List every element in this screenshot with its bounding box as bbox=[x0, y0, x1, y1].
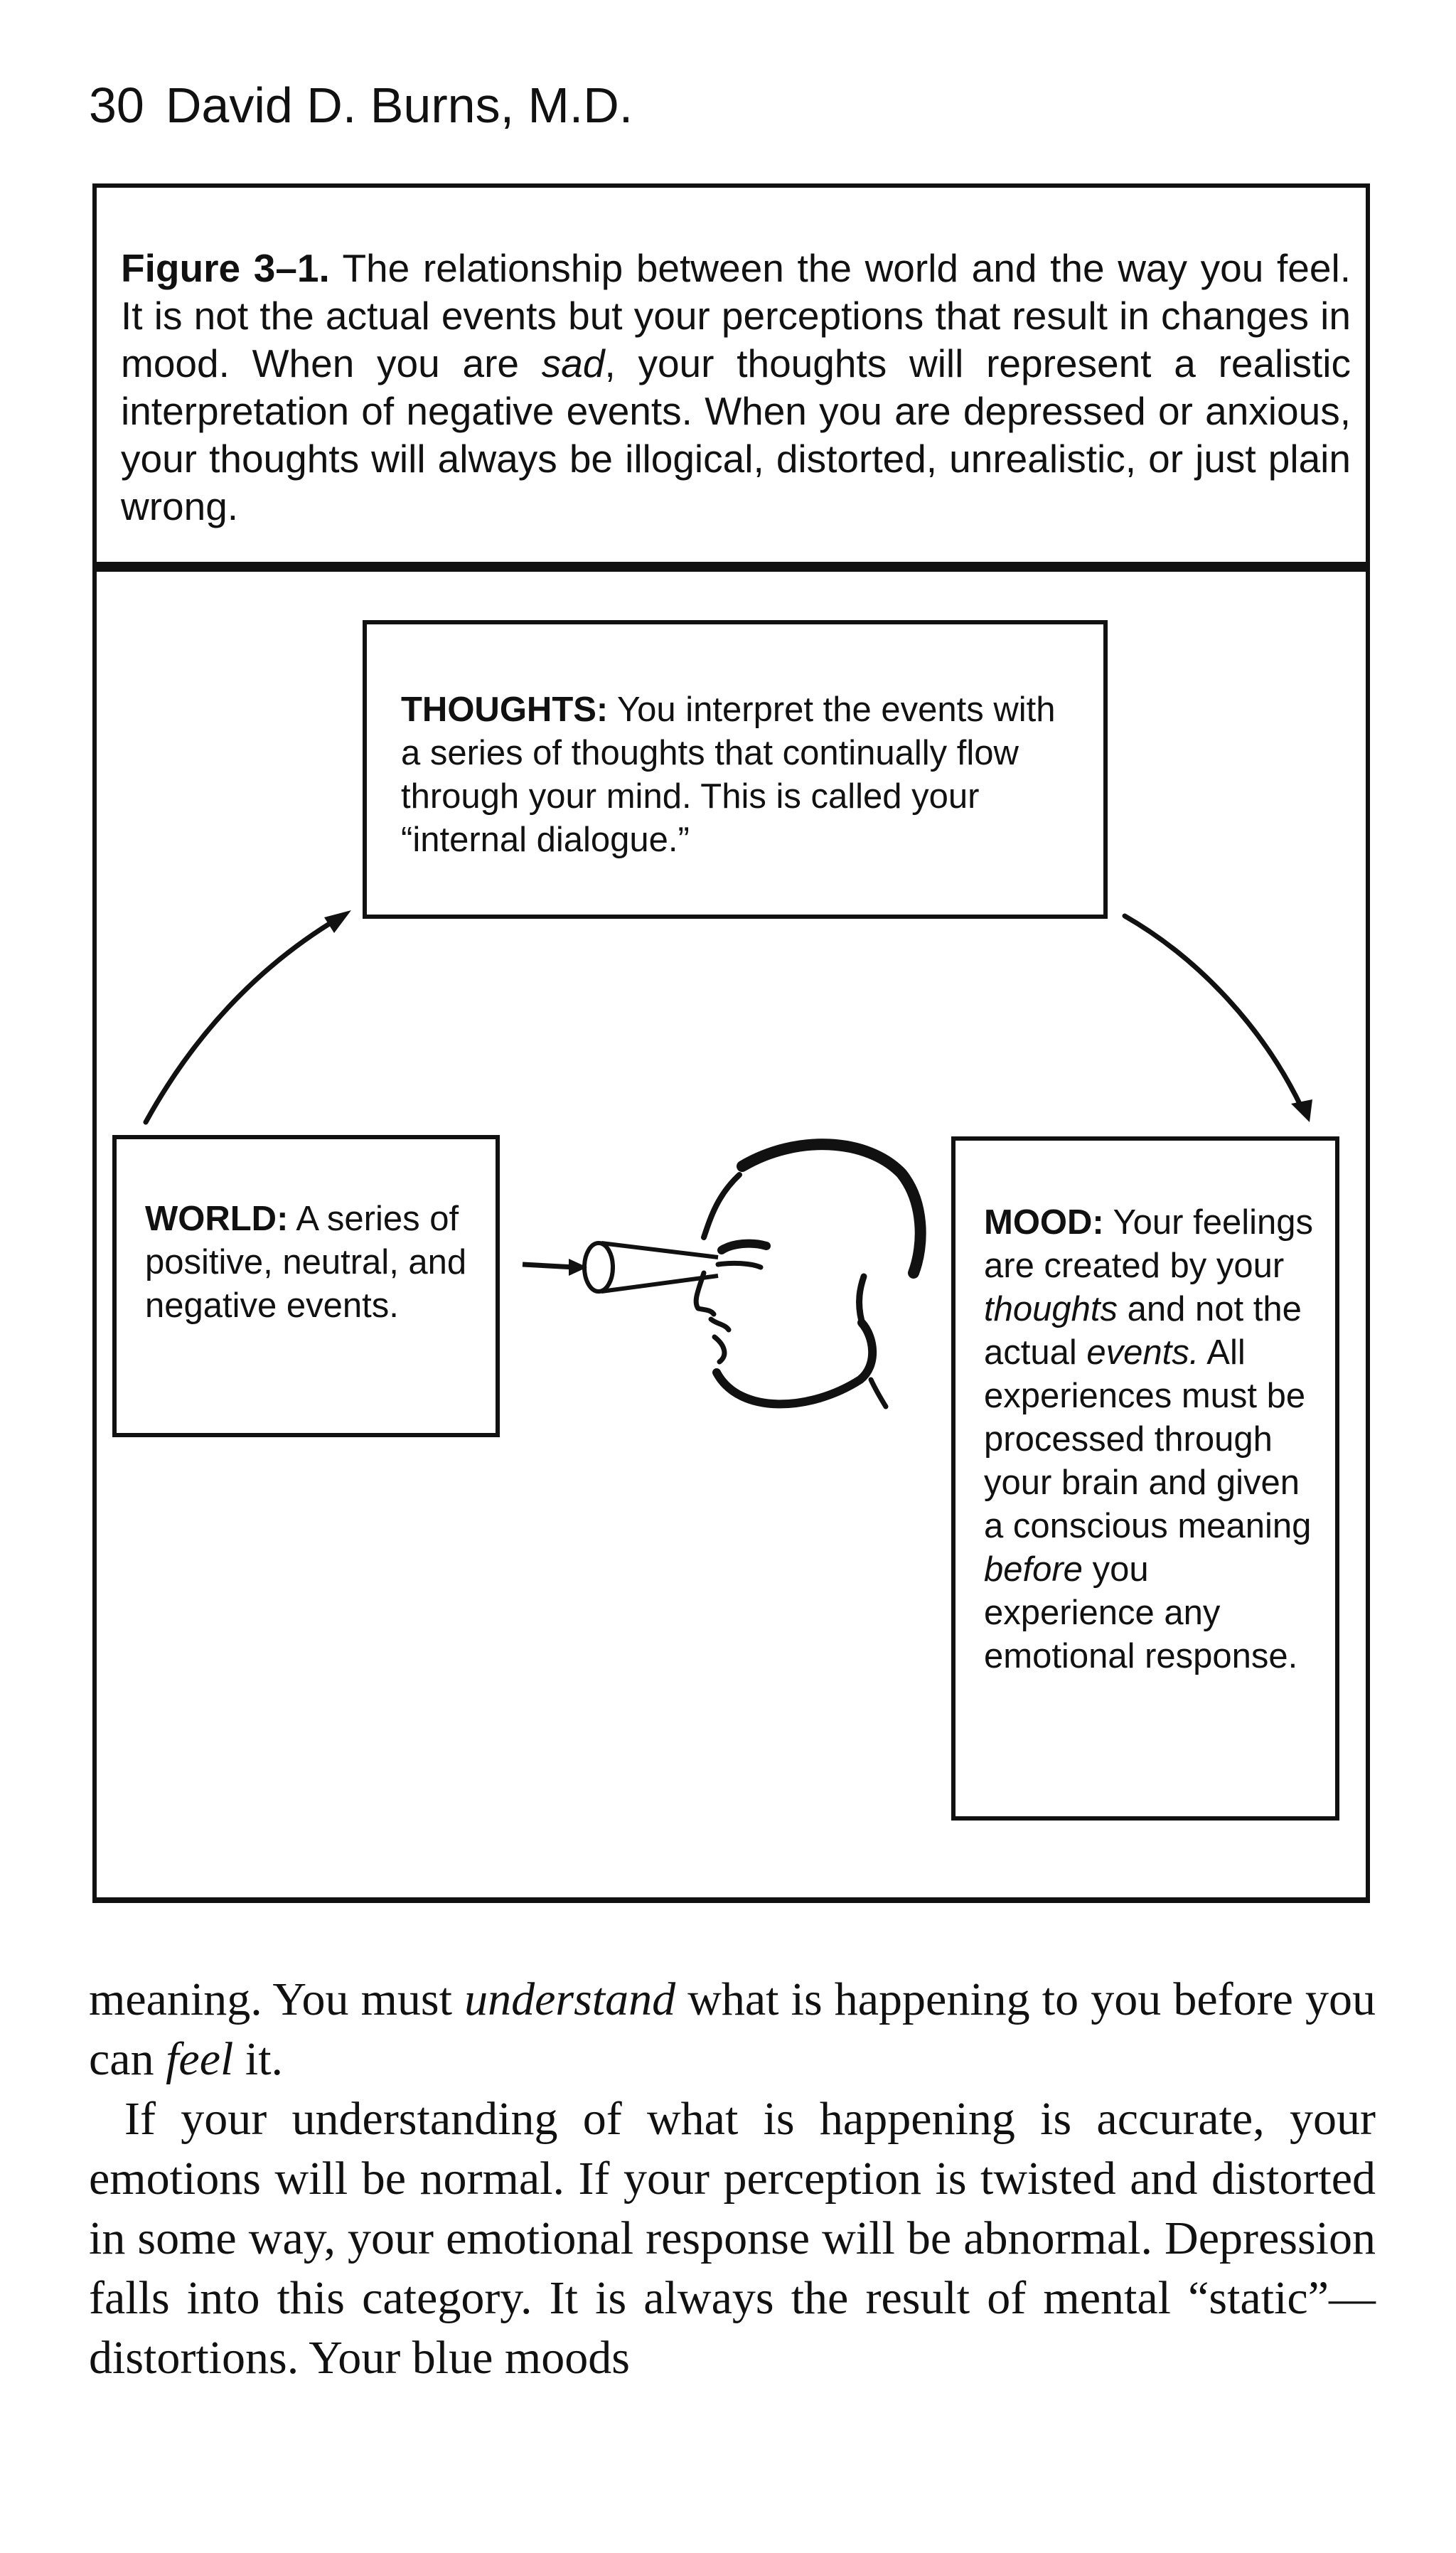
body-p1-a: meaning. You must bbox=[89, 1973, 452, 2025]
page-header: 30 David D. Burns, M.D. bbox=[89, 77, 633, 134]
mood-text: MOOD: Your feelings are created by your … bbox=[984, 1201, 1318, 1678]
mood-emphasis-thoughts: thoughts bbox=[984, 1290, 1118, 1328]
world-box: WORLD: A series of positive, neutral, an… bbox=[112, 1135, 500, 1437]
figure-label: Figure 3–1. bbox=[121, 246, 330, 290]
body-p1-c: it. bbox=[245, 2033, 284, 2085]
world-description: A series of positive, neutral, and negat… bbox=[145, 1200, 467, 1325]
caption-text-2: , your thoughts will represent a realist… bbox=[121, 341, 1351, 528]
body-paragraph-2: If your understanding of what is happeni… bbox=[89, 2093, 1376, 2384]
body-paragraph-1: meaning. You must understand what is hap… bbox=[89, 1970, 1376, 2089]
mood-label: MOOD: bbox=[984, 1203, 1104, 1242]
thoughts-text: THOUGHTS: You interpret the events with … bbox=[401, 688, 1076, 862]
figure-caption-box: Figure 3–1. The relationship between the… bbox=[92, 183, 1370, 572]
body-p1-b: what is happening to you before you can bbox=[89, 1973, 1376, 2085]
mood-text-b: and not the actual bbox=[984, 1290, 1302, 1372]
running-author: David D. Burns, M.D. bbox=[165, 78, 633, 133]
mood-text-a: Your feelings are created by your bbox=[984, 1203, 1313, 1285]
page-number: 30 bbox=[89, 78, 144, 133]
world-text: WORLD: A series of positive, neutral, an… bbox=[145, 1198, 479, 1328]
body-text: meaning. You must understand what is hap… bbox=[89, 1970, 1376, 2388]
mood-text-c: All experiences must be processed throug… bbox=[984, 1333, 1312, 1545]
body-emphasis-understand: understand bbox=[464, 1973, 676, 2025]
mood-text-d: you experience any emotional response. bbox=[984, 1550, 1298, 1675]
mood-emphasis-events: events. bbox=[1086, 1333, 1199, 1372]
world-label: WORLD: bbox=[145, 1200, 289, 1238]
thoughts-label: THOUGHTS: bbox=[401, 691, 609, 729]
caption-text-1: The relationship between the world and t… bbox=[121, 246, 1351, 385]
thoughts-description: You interpret the events with a series o… bbox=[401, 691, 1056, 859]
body-emphasis-feel: feel bbox=[166, 2033, 234, 2085]
figure-caption: Figure 3–1. The relationship between the… bbox=[121, 245, 1351, 531]
figure-diagram-box bbox=[92, 572, 1370, 1903]
caption-emphasis-sad: sad bbox=[541, 341, 605, 385]
mood-box: MOOD: Your feelings are created by your … bbox=[951, 1136, 1339, 1821]
thoughts-box: THOUGHTS: You interpret the events with … bbox=[363, 620, 1108, 919]
mood-emphasis-before: before bbox=[984, 1550, 1083, 1589]
